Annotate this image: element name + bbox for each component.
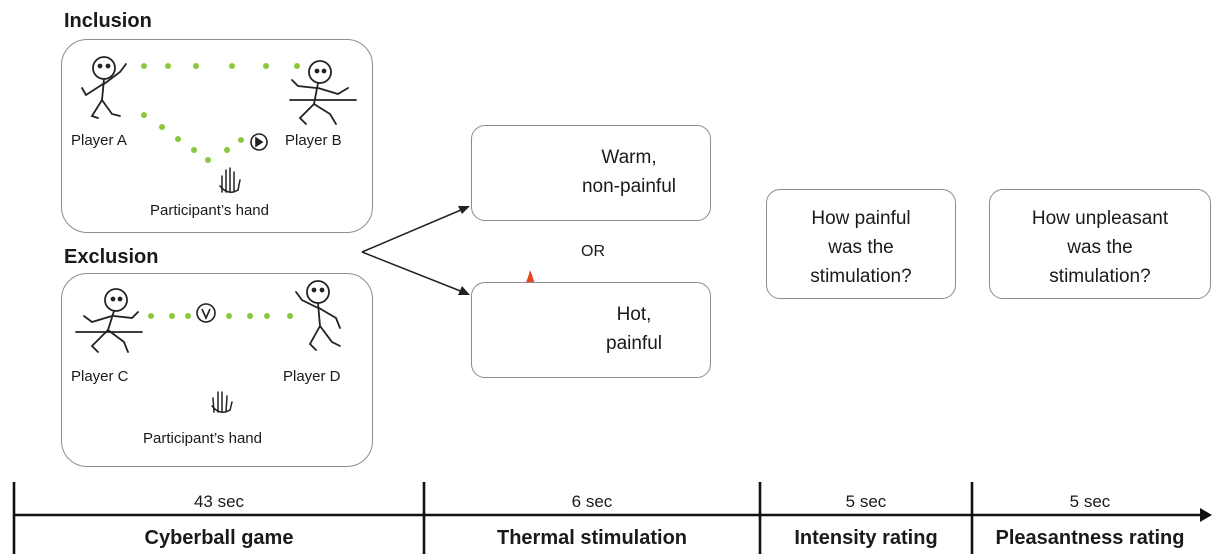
warm-line2: non-painful <box>581 176 677 197</box>
hot-line1: Hot, <box>616 304 652 325</box>
thermal-phase-label: Thermal stimulation <box>496 527 688 549</box>
inclusion-ball-trail <box>141 63 300 163</box>
inclusion-participant-hand-icon <box>219 167 241 193</box>
player-a-figure <box>81 56 127 119</box>
inclusion-panel <box>61 39 373 233</box>
intensity-question-line2: was the <box>828 237 894 258</box>
hot-line2: painful <box>606 333 662 354</box>
exclusion-ball-trail <box>148 313 293 319</box>
pleasantness-question-line3: stimulation? <box>1049 266 1151 287</box>
inclusion-heading: Inclusion <box>64 10 152 32</box>
player-d-figure <box>295 280 341 351</box>
exclusion-participant-label: Participant’s hand <box>143 430 262 447</box>
player-b-label: Player B <box>285 132 342 149</box>
pleasantness-question-line1: How unpleasant <box>1031 208 1169 229</box>
timeline-arrowhead <box>1200 508 1212 522</box>
intensity-rating-box: How painful was the stimulation? <box>766 189 956 299</box>
player-c-figure <box>75 288 143 353</box>
or-label: OR <box>581 243 605 260</box>
pleasantness-duration: 5 sec <box>1069 492 1111 511</box>
intensity-question-line1: How painful <box>811 208 911 229</box>
intensity-phase-label: Intensity rating <box>794 527 938 549</box>
inclusion-participant-label: Participant’s hand <box>150 202 269 219</box>
arrowheads <box>458 206 470 295</box>
pleasantness-rating-box: How unpleasant was the stimulation? <box>989 189 1211 299</box>
cyberball-phase-label: Cyberball game <box>144 527 294 549</box>
player-c-label: Player C <box>71 368 129 385</box>
warm-line1: Warm, <box>601 147 657 168</box>
thermal-duration: 6 sec <box>571 492 613 511</box>
branch-arrows <box>361 206 469 295</box>
timeline-axis <box>12 482 1204 554</box>
exclusion-heading: Exclusion <box>64 246 159 268</box>
exclusion-ball <box>196 303 216 323</box>
intensity-duration: 5 sec <box>845 492 887 511</box>
exclusion-panel <box>61 273 373 467</box>
warm-stimulation-box: Warm, non-painful <box>471 125 711 221</box>
hot-stimulation-box: Hot, painful <box>471 282 711 378</box>
pleasantness-question-line2: was the <box>1067 237 1133 258</box>
cyberball-duration: 43 sec <box>193 492 245 511</box>
player-d-label: Player D <box>283 368 341 385</box>
exclusion-participant-hand-icon <box>211 391 233 413</box>
player-b-figure <box>289 60 357 125</box>
inclusion-ball <box>250 133 268 151</box>
intensity-question-line3: stimulation? <box>810 266 912 287</box>
pleasantness-phase-label: Pleasantness rating <box>995 527 1185 549</box>
player-a-label: Player A <box>71 132 127 149</box>
